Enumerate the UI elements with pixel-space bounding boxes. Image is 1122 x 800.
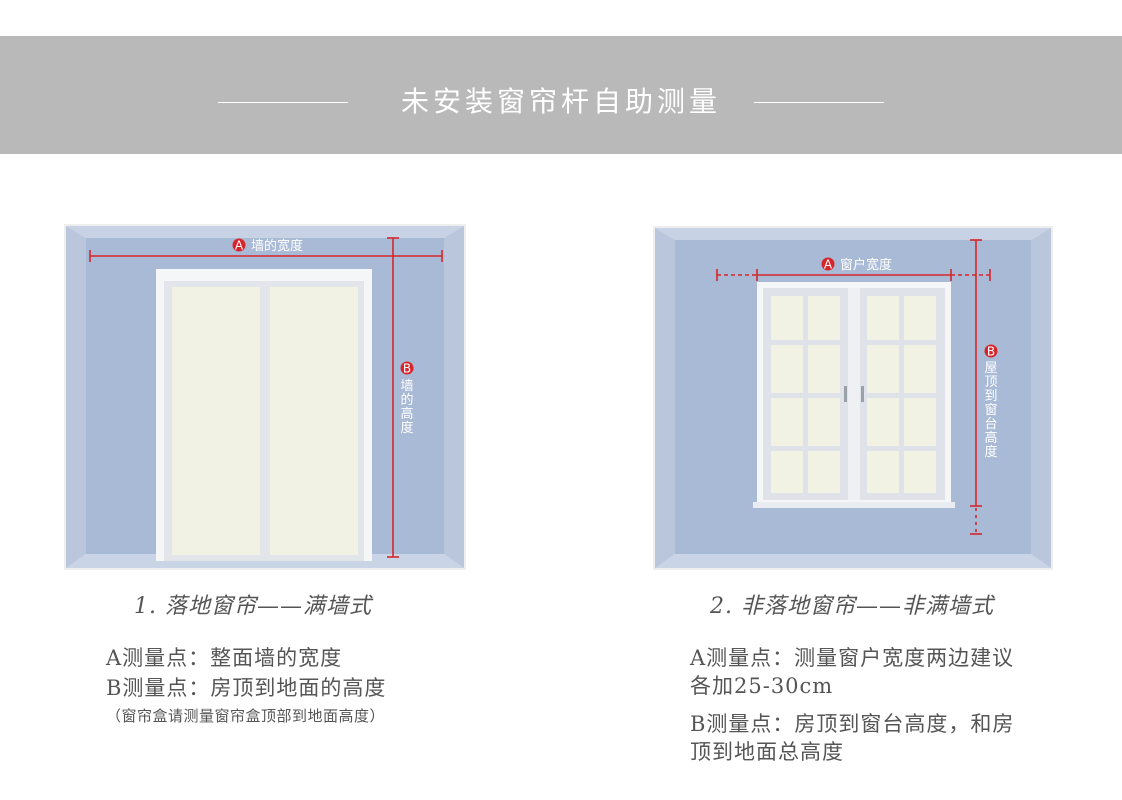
window-handle <box>861 386 864 402</box>
left-side-wall <box>655 228 675 568</box>
measure-b-char: 度 <box>984 444 997 460</box>
scene2-point-a-line2: 各加25-30cm <box>690 674 834 698</box>
marker-b-icon <box>984 344 998 358</box>
measure-b-char: 度 <box>400 420 413 436</box>
marker-a-letter: A <box>235 239 244 253</box>
right-side-wall <box>444 226 464 568</box>
measure-a-label: 墙的宽度 <box>251 238 303 254</box>
marker-b-letter: B <box>987 345 995 359</box>
scene2-caption: 2. 非落地窗帘——非满墙式 <box>710 594 994 619</box>
ceiling <box>655 228 1051 240</box>
measure-b-char: 顶 <box>984 375 997 390</box>
floor <box>655 554 1051 568</box>
marker-a-icon <box>821 257 835 271</box>
scene2-description: A测量点：测量窗户宽度两边建议 各加25-30cm B测量点：房顶到窗台高度，和… <box>690 644 1070 766</box>
scene1-caption: 1. 落地窗帘——满墙式 <box>134 594 372 619</box>
scene2-point-b-line2: 顶到地面总高度 <box>690 740 844 764</box>
header-left-rule <box>218 102 348 103</box>
scene1-note: （窗帘盒请测量窗帘盒顶部到地面高度） <box>106 707 386 725</box>
window-handle <box>844 386 847 402</box>
scene2-point-a-line1: A测量点：测量窗户宽度两边建议 <box>690 646 1015 670</box>
scene1-description: A测量点：整面墙的宽度 B测量点：房顶到地面的高度 （窗帘盒请测量窗帘盒顶部到地… <box>106 644 466 730</box>
header-right-rule <box>754 102 884 103</box>
door-glass-right <box>270 287 358 555</box>
scene-window-diagram: A 窗户宽度 B 屋 顶 到 窗 台 高 度 <box>653 226 1053 570</box>
measure-b-char: 窗 <box>984 402 997 418</box>
window-panes <box>771 296 936 493</box>
scene-full-wall-diagram: A 墙的宽度 B 墙 的 高 度 <box>64 224 466 570</box>
marker-b-icon <box>400 361 414 375</box>
measure-b-char: 台 <box>984 417 997 432</box>
marker-b-letter: B <box>403 362 411 376</box>
right-side-wall <box>1031 228 1051 568</box>
measure-b-char: 的 <box>400 392 413 408</box>
scene2-point-b-line1: B测量点：房顶到窗台高度，和房 <box>690 712 1015 736</box>
scene1-point-a: A测量点：整面墙的宽度 <box>106 646 343 670</box>
measure-a-label: 窗户宽度 <box>840 257 892 273</box>
header-banner: 未安装窗帘杆自助测量 <box>0 36 1122 154</box>
measure-b-char: 高 <box>400 406 413 422</box>
marker-a-icon <box>232 238 246 252</box>
ceiling <box>66 226 464 238</box>
measure-b-char: 墙 <box>400 379 413 394</box>
scene1-point-b: B测量点：房顶到地面的高度 <box>106 676 387 700</box>
door-glass-left <box>172 287 260 555</box>
measure-b-char: 高 <box>984 430 997 446</box>
measure-b-char: 屋 <box>984 361 997 376</box>
page-title: 未安装窗帘杆自助测量 <box>400 85 721 118</box>
left-side-wall <box>66 226 86 568</box>
marker-a-letter: A <box>824 258 833 272</box>
measure-b-char: 到 <box>984 389 997 404</box>
